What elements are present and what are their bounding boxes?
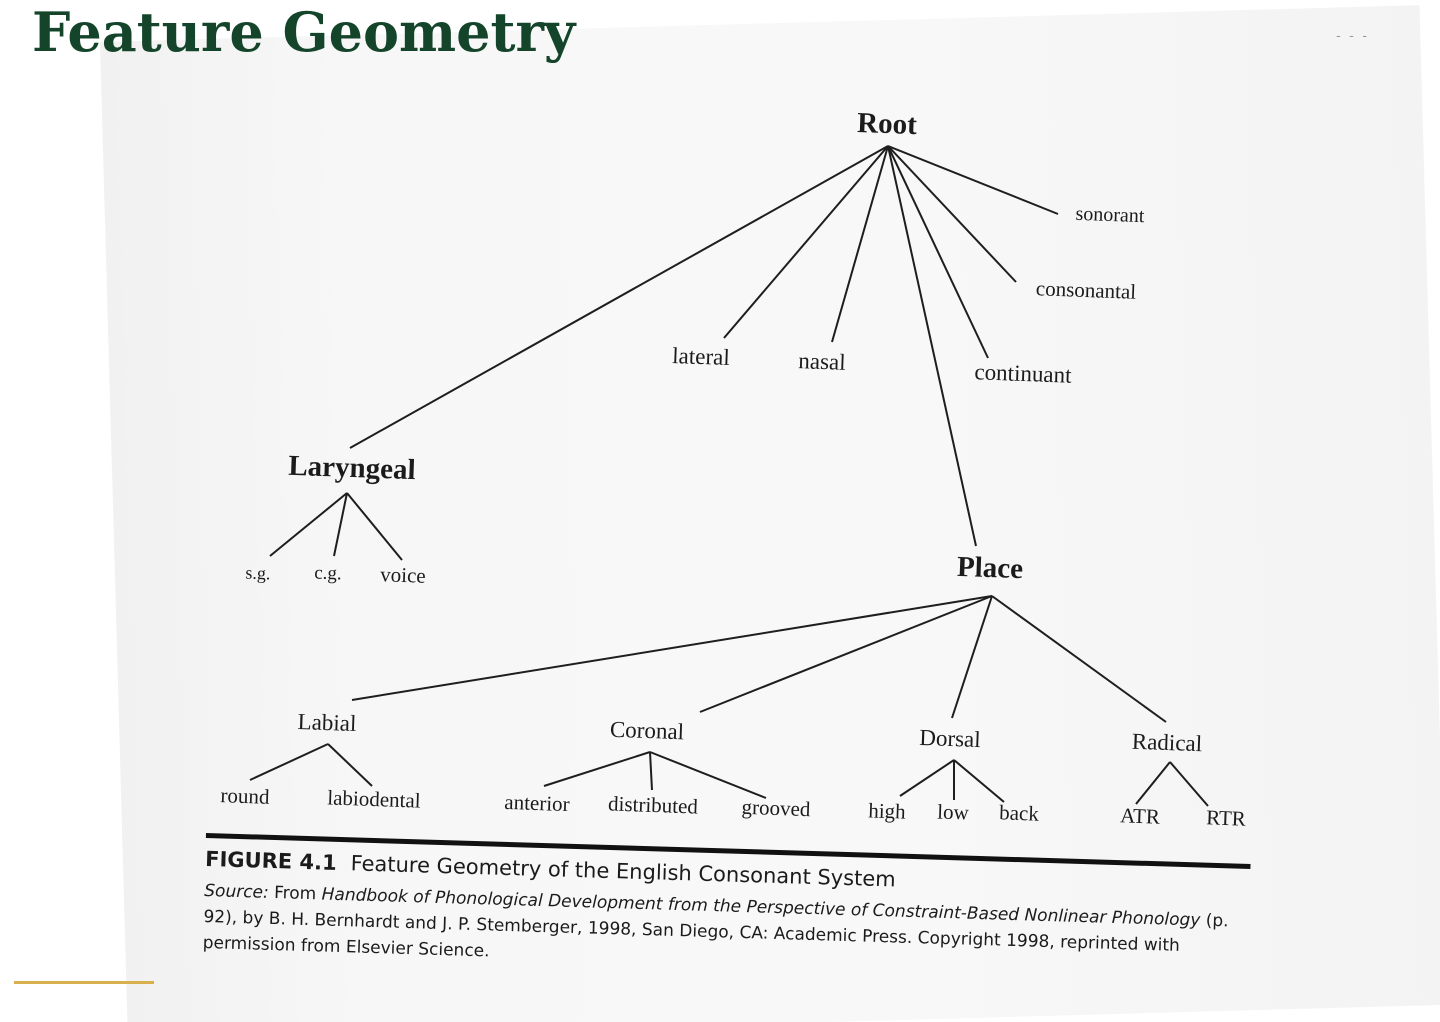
source-from: From [273,883,317,905]
edge-dorsal-back [953,759,1005,803]
edge-root-place [887,145,977,547]
figure-label: FIGURE 4.1 [204,846,338,875]
edge-dorsal-high [899,759,955,797]
node-laryngeal: Laryngeal [287,449,417,487]
edge-coronal-anterior [543,751,651,787]
node-root: Root [856,106,918,142]
node-atr: ATR [1119,803,1161,829]
edge-root-continuant [887,145,989,359]
footer-accent-rule [14,981,154,984]
node-coronal: Coronal [609,716,685,745]
node-back: back [998,800,1040,826]
node-low: low [936,799,970,825]
node-rtr: RTR [1205,805,1247,831]
node-labial: Labial [297,708,357,737]
scan-page-number-fragment: - - - [1336,28,1370,44]
edge-laryngeal-sg [269,492,348,557]
node-grooved: grooved [741,794,811,822]
edge-root-lateral [723,145,889,339]
node-voice: voice [379,562,427,588]
node-sg: s.g. [245,562,271,584]
edge-place-labial [351,595,993,701]
edge-laryngeal-cg [333,492,348,557]
edge-place-radical [991,595,1167,723]
edge-coronal-distributed [649,751,653,791]
edge-radical-rtr [1169,761,1209,807]
node-continuant: continuant [974,359,1072,388]
edge-root-sonorant [887,145,1059,215]
node-cg: c.g. [313,562,343,585]
node-nasal: nasal [797,348,847,375]
edge-laryngeal-voice [346,492,403,561]
node-anterior: anterior [503,789,571,817]
node-sonorant: sonorant [1075,202,1145,228]
source-label: Source: [203,880,270,903]
slide-title: Feature Geometry [32,0,576,64]
node-labiodental: labiodental [326,785,422,813]
edge-root-laryngeal [349,145,889,449]
edge-root-nasal [831,145,889,343]
edge-radical-atr [1135,761,1171,805]
node-consonantal: consonantal [1035,276,1137,304]
node-radical: Radical [1131,728,1203,757]
node-high: high [867,798,907,824]
edge-coronal-grooved [649,751,767,799]
edge-labial-labiodental [327,743,373,787]
node-round: round [220,783,270,809]
edge-labial-round [249,743,329,781]
node-distributed: distributed [607,791,699,819]
node-place: Place [956,550,1024,586]
edge-root-consonantal [887,145,1017,283]
edge-place-dorsal [951,595,993,719]
node-dorsal: Dorsal [918,724,982,753]
edge-place-coronal [699,595,993,713]
node-lateral: lateral [671,343,731,370]
